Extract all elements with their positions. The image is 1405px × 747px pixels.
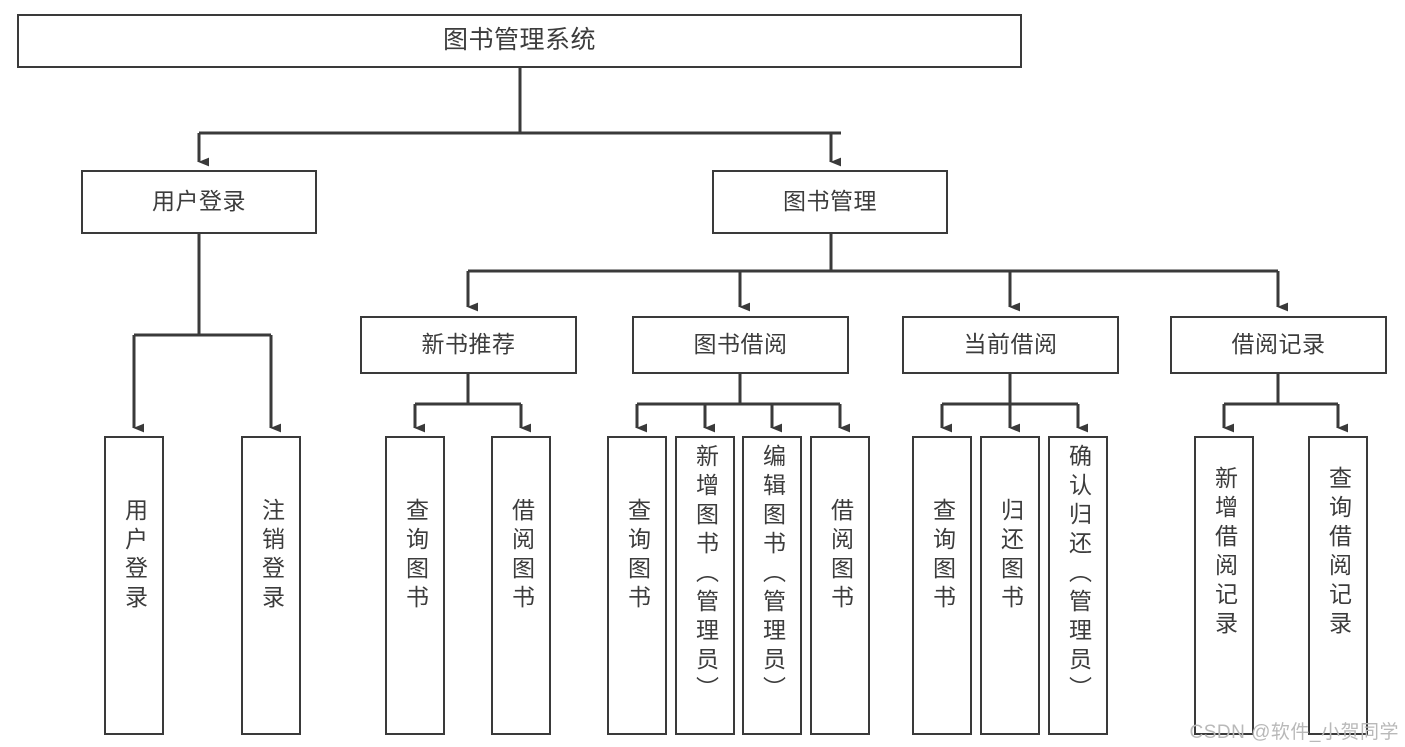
node-leaf-user-login-label: 用户登录 [121,498,148,614]
node-leaf-logout-login[interactable]: 注销登录 [241,436,301,735]
node-new-book-recommend[interactable]: 新书推荐 [360,316,577,374]
node-borrow-record[interactable]: 借阅记录 [1170,316,1387,374]
node-book-borrow[interactable]: 图书借阅 [632,316,849,374]
node-root[interactable]: 图书管理系统 [17,14,1022,68]
node-leaf-query-book-2-label: 查询图书 [624,498,651,614]
node-leaf-add-book-label: 新增图书（管理员） [692,444,719,705]
node-leaf-user-login[interactable]: 用户登录 [104,436,164,735]
node-leaf-edit-book[interactable]: 编辑图书（管理员） [742,436,802,735]
node-leaf-confirm-return-label: 确认归还（管理员） [1065,444,1092,705]
node-leaf-return-book-label: 归还图书 [997,498,1024,614]
node-leaf-query-borrow-record-label: 查询借阅记录 [1325,466,1352,640]
node-leaf-query-borrow-record[interactable]: 查询借阅记录 [1308,436,1368,735]
node-book-management[interactable]: 图书管理 [712,170,948,234]
node-leaf-query-book-3-label: 查询图书 [929,498,956,614]
node-leaf-add-borrow-record[interactable]: 新增借阅记录 [1194,436,1254,735]
node-leaf-confirm-return[interactable]: 确认归还（管理员） [1048,436,1108,735]
node-borrow-record-label: 借阅记录 [1231,331,1326,358]
node-leaf-edit-book-label: 编辑图书（管理员） [759,444,786,705]
node-leaf-borrow-book-2[interactable]: 借阅图书 [810,436,870,735]
csdn-watermark: CSDN @软件_小贺同学 [1189,722,1399,743]
node-leaf-borrow-book-1-label: 借阅图书 [508,498,535,614]
node-leaf-query-book-3[interactable]: 查询图书 [912,436,972,735]
node-leaf-add-book[interactable]: 新增图书（管理员） [675,436,735,735]
node-leaf-return-book[interactable]: 归还图书 [980,436,1040,735]
node-leaf-borrow-book-2-label: 借阅图书 [827,498,854,614]
node-leaf-query-book-1-label: 查询图书 [402,498,429,614]
node-leaf-add-borrow-record-label: 新增借阅记录 [1211,466,1238,640]
node-new-book-recommend-label: 新书推荐 [421,331,516,358]
node-root-label: 图书管理系统 [442,26,596,55]
node-current-borrow[interactable]: 当前借阅 [902,316,1119,374]
node-current-borrow-label: 当前借阅 [963,331,1058,358]
node-user-login-label: 用户登录 [152,188,246,215]
node-user-login[interactable]: 用户登录 [81,170,317,234]
node-leaf-logout-login-label: 注销登录 [258,498,285,614]
node-book-borrow-label: 图书借阅 [693,331,788,358]
node-leaf-query-book-2[interactable]: 查询图书 [607,436,667,735]
node-book-management-label: 图书管理 [783,188,877,215]
node-leaf-query-book-1[interactable]: 查询图书 [385,436,445,735]
node-leaf-borrow-book-1[interactable]: 借阅图书 [491,436,551,735]
